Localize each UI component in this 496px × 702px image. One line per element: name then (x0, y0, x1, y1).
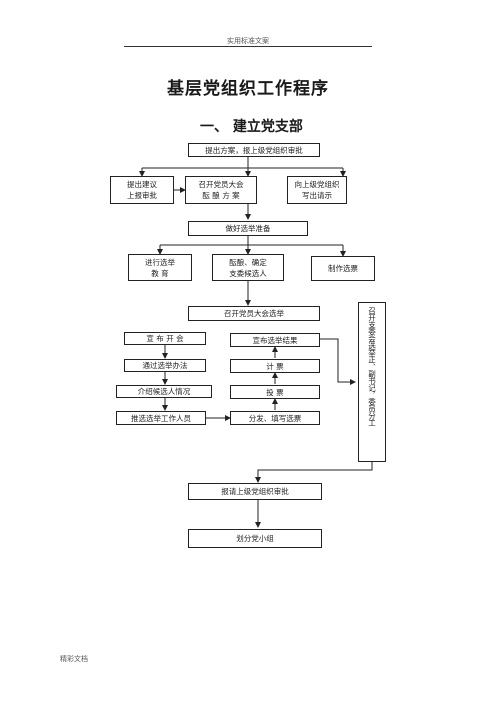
header-divider (124, 46, 372, 47)
node-request-superior: 向上级党组织 写出请示 (287, 176, 347, 204)
page-footer: 精彩文档 (60, 655, 88, 663)
section-heading: 一、 建立党支部 (200, 119, 303, 135)
node-announce-result: 宣布选举结果 (230, 333, 320, 347)
node-divide-groups: 划分党小组 (188, 529, 322, 548)
node-introduce-candidates: 介绍候选人情况 (116, 385, 212, 398)
node-cast-votes: 投 票 (230, 385, 320, 399)
node-convene-meeting: 召开党员大会 酝 酿 方 案 (185, 176, 257, 204)
node-make-ballots: 制作选票 (311, 256, 375, 281)
node-pass-election-method: 通过选举办法 (124, 359, 206, 372)
node-nominate-candidates: 酝酿、确定 支委候选人 (212, 254, 284, 281)
node-submit-suggestion: 提出建议 上报审批 (110, 176, 174, 204)
node-prepare-election: 做好选举准备 (188, 221, 308, 236)
node-hold-election-meeting: 召开党员大会选举 (188, 306, 320, 321)
node-elect-staff: 推选选举工作人员 (116, 411, 206, 425)
node-committee-division: 召开支委会选举正、副书记，委员分工 (358, 302, 386, 462)
node-report-approval: 报请上级党组织审批 (188, 483, 322, 500)
node-count-votes: 计 票 (230, 359, 320, 373)
page-title: 基层党组织工作程序 (167, 79, 329, 99)
node-propose-plan: 提出方案，报上级党组织审批 (188, 143, 320, 157)
node-election-education: 进行选举 教 育 (128, 254, 192, 281)
page-header: 实用标准文案 (227, 37, 269, 45)
node-distribute-ballots: 分发、填写选票 (230, 411, 320, 425)
node-announce-open: 宣 布 开 会 (124, 332, 206, 345)
